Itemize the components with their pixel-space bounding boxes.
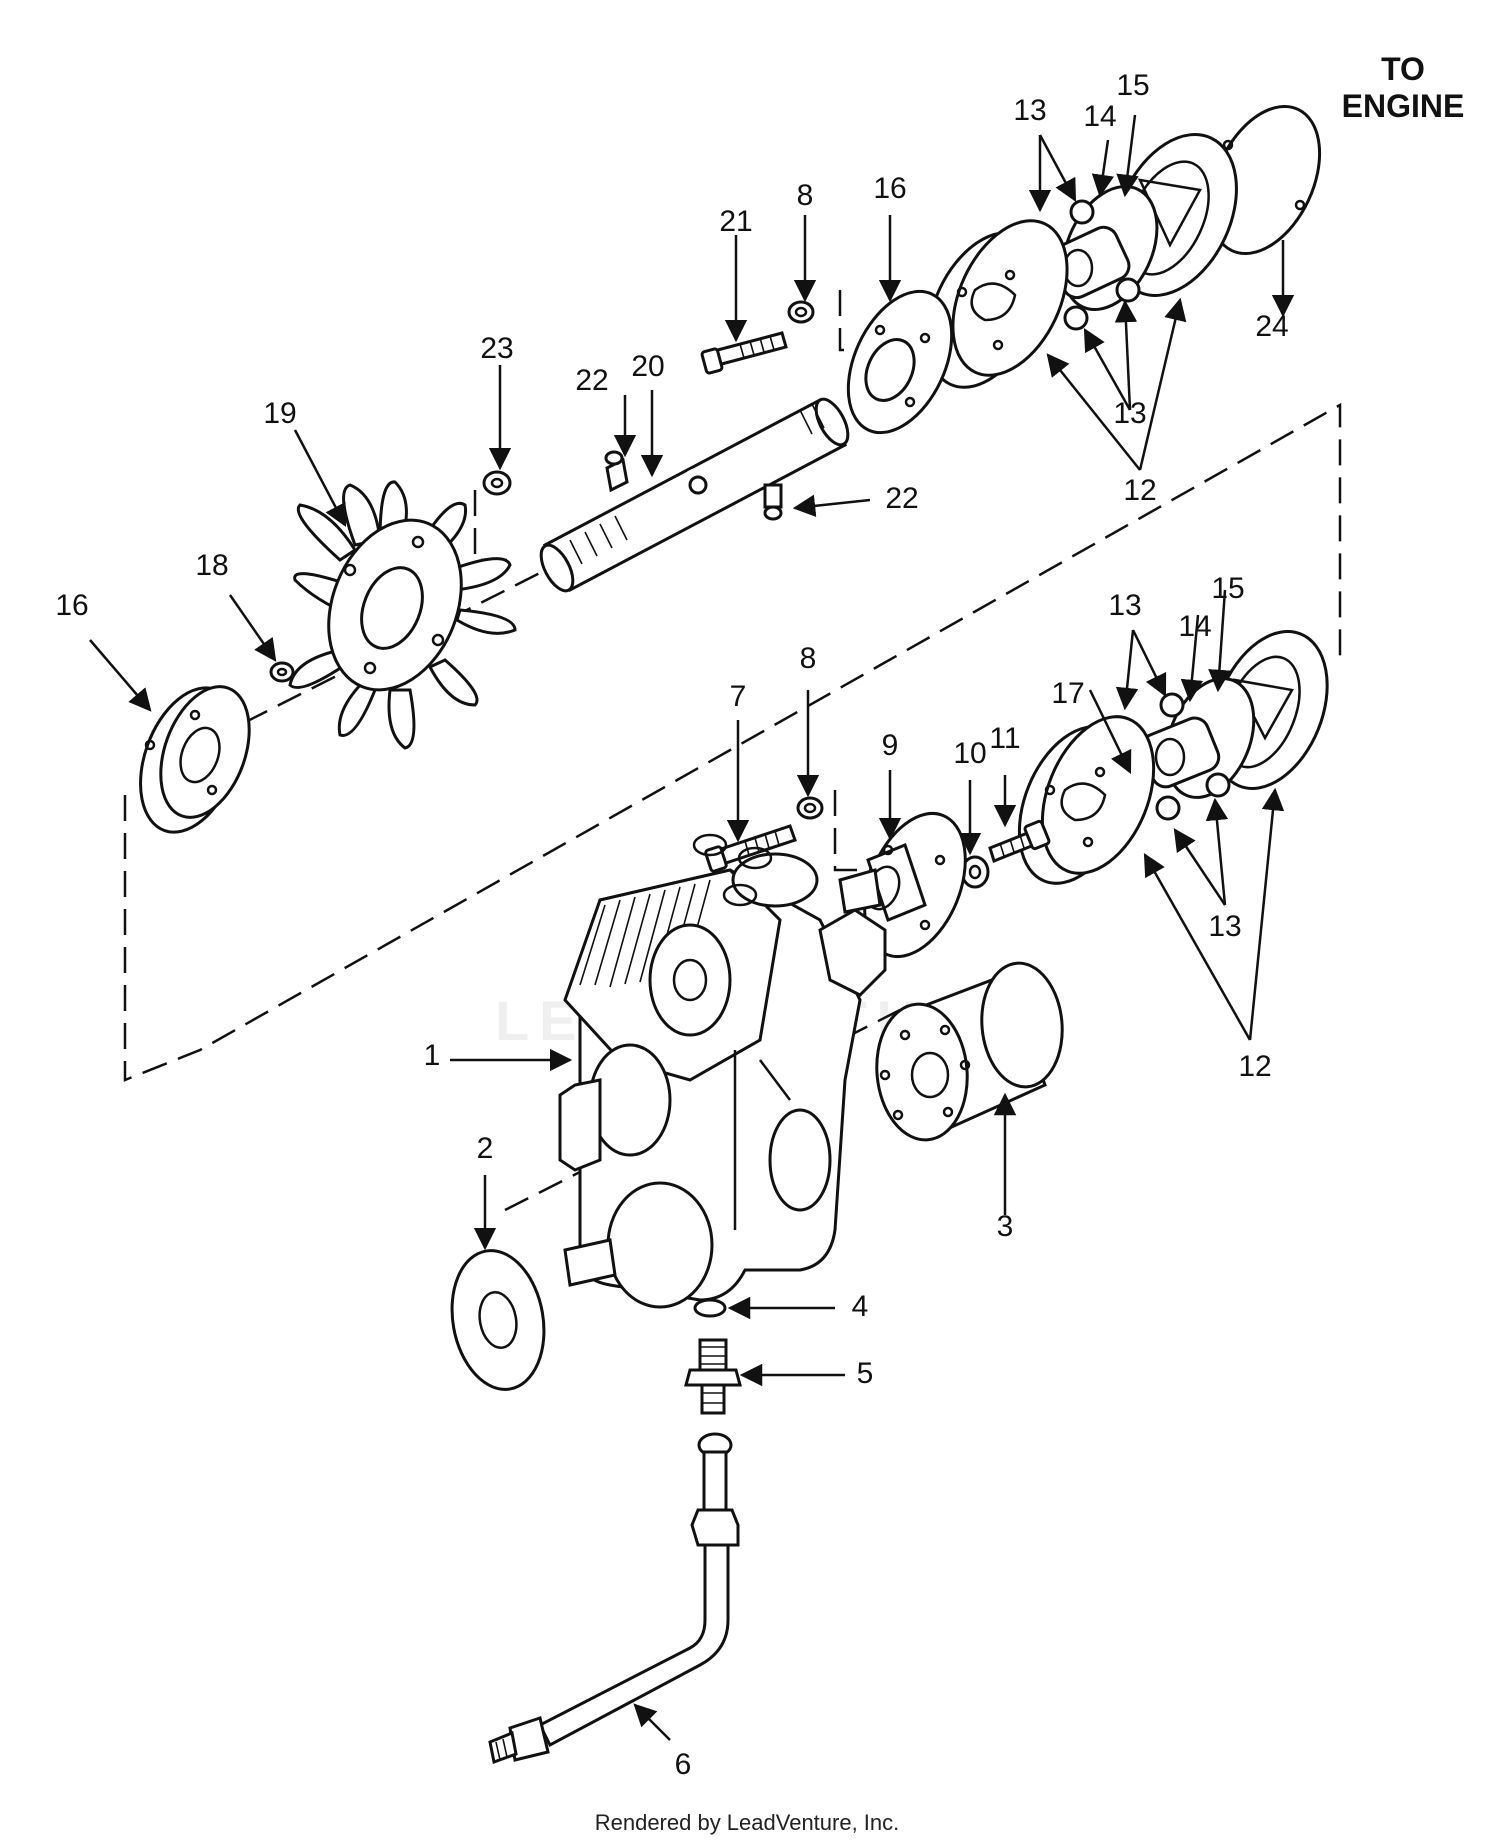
part-bolt-11 [988,819,1051,863]
part-oil-line [488,1432,740,1765]
callout-4: 4 [852,1290,869,1323]
callout-2: 2 [477,1132,494,1165]
to-engine-line2: ENGINE [1342,88,1465,124]
part-grease-fitting-bottom [763,483,783,521]
part-lower-flange [139,685,251,834]
callout-12-lower: 12 [1238,1050,1271,1083]
callout-arrows [89,114,1295,1741]
callout-10: 10 [953,737,986,770]
callout-16-upper: 16 [873,172,906,205]
callout-22-right: 22 [885,482,918,515]
part-hydrostatic-transmission [558,833,887,1309]
callout-7: 7 [730,680,747,713]
callout-13-upper-a: 13 [1013,94,1046,127]
callout-14-upper: 14 [1083,100,1116,133]
callout-11: 11 [989,722,1020,755]
callout-9: 9 [882,729,899,762]
callout-8-upper: 8 [797,179,814,212]
callout-23: 23 [480,332,513,365]
part-drive-shaft [539,397,850,593]
part-lower-nut [796,796,824,820]
part-adapter-fitting [684,1338,742,1415]
callout-12-upper: 12 [1123,474,1156,507]
callout-18: 18 [195,549,228,582]
callout-8-lower: 8 [800,642,817,675]
callout-24: 24 [1255,310,1288,343]
callout-17: 17 [1051,677,1084,710]
part-cooling-fan [288,480,517,750]
part-grease-fitting-top [604,450,629,493]
part-upper-nut [787,300,815,324]
callout-13-upper-b: 13 [1113,397,1146,430]
callout-13-lower-b: 13 [1208,910,1241,943]
callout-22-top: 22 [575,364,608,397]
callout-15-upper: 15 [1116,69,1149,102]
footer-credit: Rendered by LeadVenture, Inc. [595,1810,900,1835]
callout-labels: 1 2 3 4 5 6 7 8 8 9 10 11 12 12 13 13 13… [55,69,1288,1781]
callout-5: 5 [857,1357,874,1390]
callout-15-lower: 15 [1211,572,1244,605]
part-upper-bolt [700,331,788,375]
part-upper-disc [926,219,1069,389]
callout-1: 1 [424,1039,441,1072]
part-hub-9 [863,811,967,959]
part-lower-disc [1017,715,1156,885]
part-small-nut [269,661,295,683]
part-upper-spider [1049,225,1131,300]
callout-19: 19 [263,397,296,430]
callout-14-lower: 14 [1178,610,1211,643]
part-lower-spider [1140,716,1221,789]
part-o-ring [693,1298,727,1318]
part-thrust-washer [450,1249,546,1391]
callout-6: 6 [675,1748,692,1781]
callout-13-lower-a: 13 [1108,589,1141,622]
part-fan-nut [482,470,512,496]
callout-16-lower: 16 [55,589,88,622]
callout-21: 21 [719,205,752,238]
part-upper-flange [846,289,954,435]
to-engine-line1: TO [1381,51,1425,87]
part-filter-canister [875,961,1064,1142]
callout-20: 20 [631,350,664,383]
callout-3: 3 [997,1210,1014,1243]
